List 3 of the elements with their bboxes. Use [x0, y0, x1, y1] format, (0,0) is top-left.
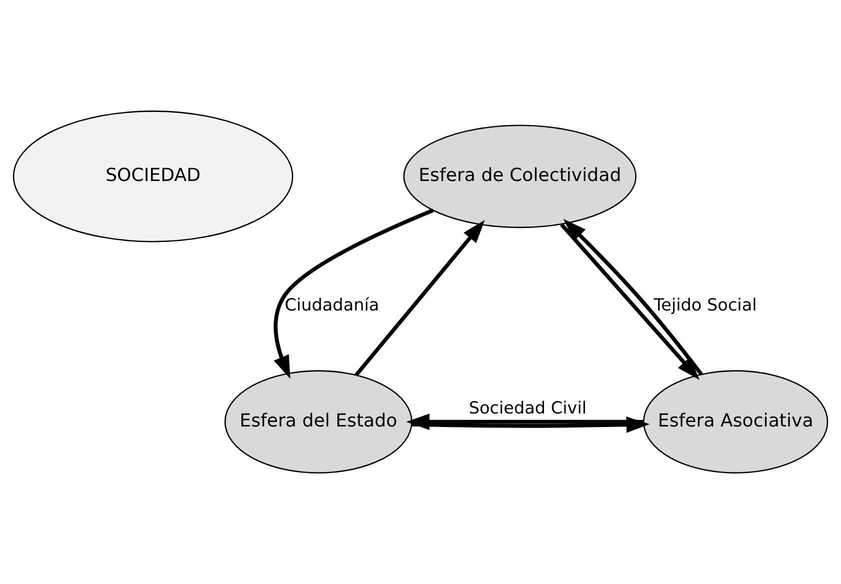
edge-label: Ciudadanía [284, 294, 380, 315]
edge-label: Sociedad Civil [468, 397, 587, 418]
edge-label: Tejido Social [654, 294, 757, 315]
